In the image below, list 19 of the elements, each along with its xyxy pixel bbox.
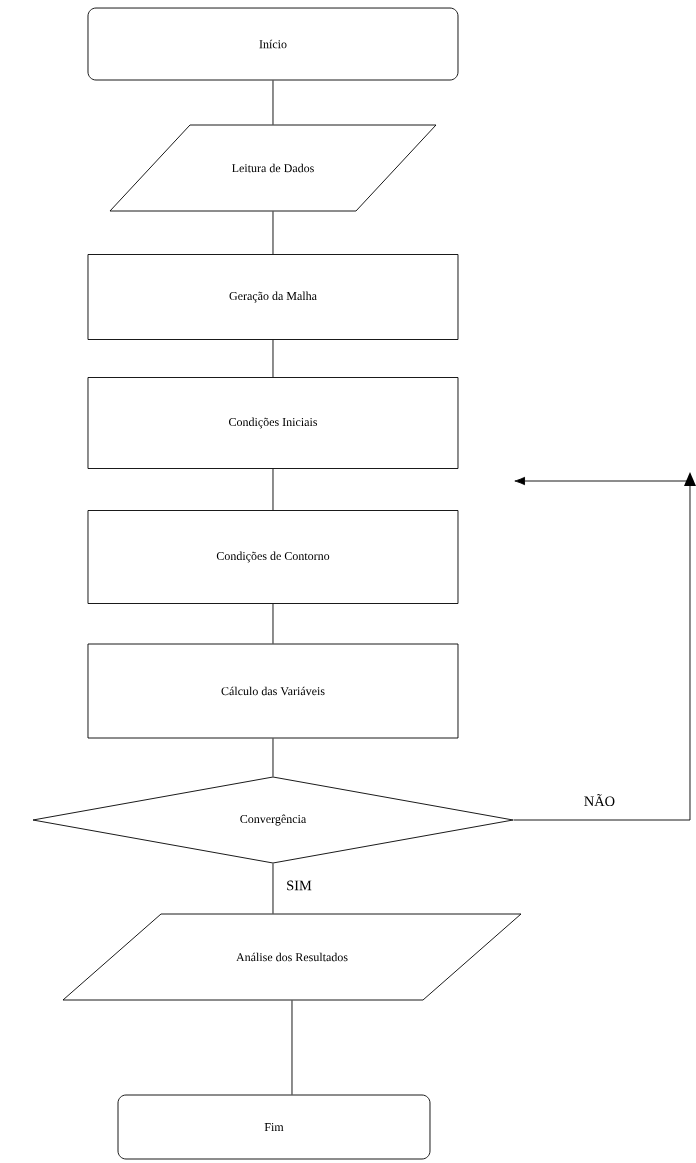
terminal-box: Fim [117,1094,431,1160]
connector-line [272,339,274,378]
process-box: Geração da Malha [87,254,459,340]
edge-label: NÃO [582,792,617,808]
process-box: Condições Iniciais [87,377,459,469]
input-output-box: Leitura de Dados [109,124,437,212]
process-box: Condições de Contorno [87,510,459,604]
edge-label: SIM [285,879,313,892]
process-box: Cálculo das Variáveis [87,643,459,739]
terminal-box: Início [87,7,459,81]
feedback-arrow [513,472,696,821]
input-output-box: Análise dos Resultados [62,913,522,1001]
connector-line [272,863,274,914]
connector-line [272,738,274,777]
connector-line [272,603,274,644]
connector-line [272,211,274,255]
connector-line [272,468,274,511]
connector-line [291,1000,293,1095]
connector-line [272,80,274,125]
